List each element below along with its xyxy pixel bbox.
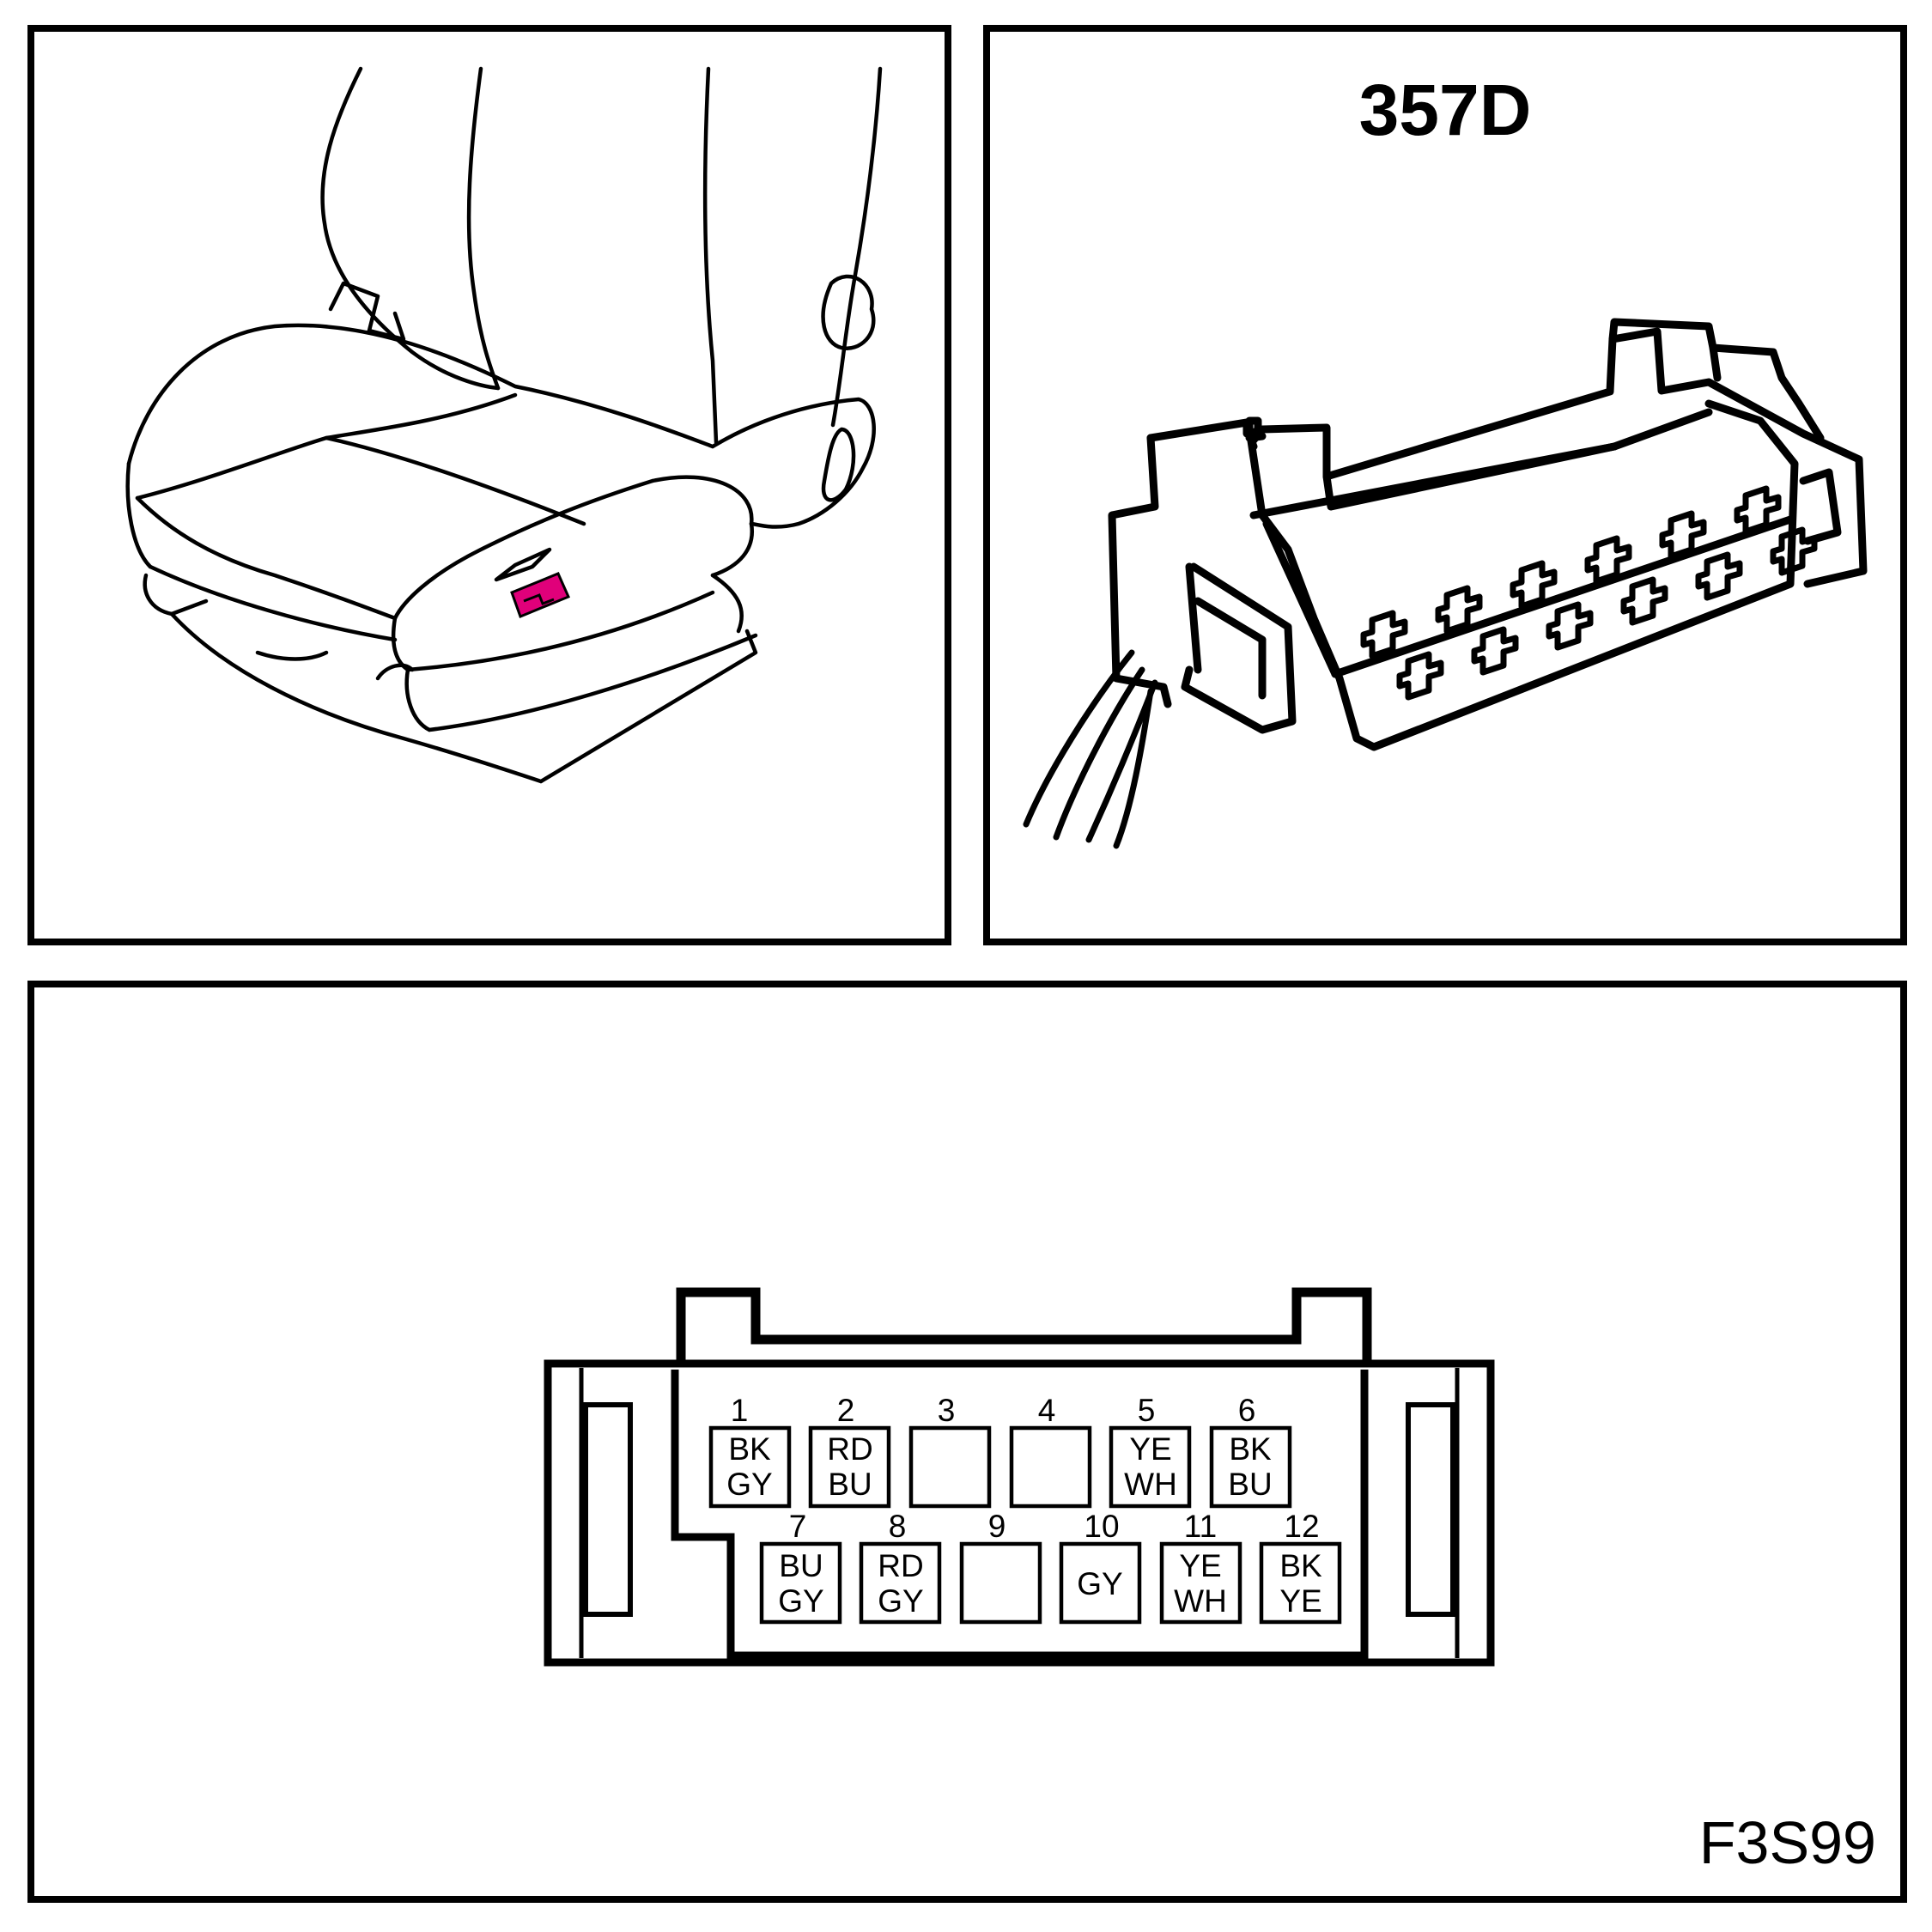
pin-color-1: YE	[1179, 1548, 1221, 1583]
pin-color-2: GY	[878, 1583, 923, 1619]
pin-number: 8	[889, 1509, 907, 1544]
pin-color-1: RD	[827, 1431, 872, 1467]
pin-cavity-3	[908, 1425, 992, 1509]
connector-id-label: 357D	[1359, 70, 1532, 150]
connector-3d-illustration	[1108, 318, 1868, 751]
connector-wires	[1023, 649, 1158, 849]
connector-location-highlight	[510, 572, 570, 618]
pin-cavity-2	[808, 1425, 891, 1509]
pin-color-2: GY	[726, 1467, 772, 1502]
pin-number: 3	[938, 1393, 956, 1428]
pin-cavity-5	[1109, 1425, 1192, 1509]
pin-color-2: YE	[1279, 1583, 1321, 1619]
pin-cavities	[708, 1425, 1342, 1625]
pin-cavity-7	[759, 1541, 842, 1625]
pin-color-1: BK	[1229, 1431, 1272, 1467]
pin-cavity-8	[859, 1541, 942, 1625]
pin-color-1: YE	[1129, 1431, 1171, 1467]
pin-color-1: BK	[1279, 1548, 1322, 1583]
pin-color-1: BU	[779, 1548, 823, 1583]
pin-cavity-12	[1259, 1541, 1342, 1625]
pin-cavity-11	[1159, 1541, 1242, 1625]
pin-cavity-4	[1009, 1425, 1092, 1509]
panel-connector-view	[983, 25, 1907, 945]
pin-number: 5	[1138, 1393, 1156, 1428]
pin-color-2: GY	[778, 1583, 823, 1619]
pin-number: 2	[837, 1393, 855, 1428]
seat-illustration	[125, 66, 883, 784]
figure-code: F3S99	[1699, 1809, 1876, 1876]
connector-3d-cavities	[1360, 485, 1818, 701]
pinout-connector-face	[544, 1287, 1495, 1667]
pin-cavity-6	[1209, 1425, 1292, 1509]
pin-cavity-1	[708, 1425, 792, 1509]
pin-number: 6	[1238, 1393, 1256, 1428]
pin-number: 12	[1284, 1509, 1319, 1544]
pin-cavity-9	[959, 1541, 1042, 1625]
pin-color-1: RD	[878, 1548, 923, 1583]
pin-number: 9	[988, 1509, 1006, 1544]
pin-number: 1	[731, 1393, 749, 1428]
pin-number: 11	[1184, 1509, 1217, 1544]
pin-number: 10	[1084, 1509, 1119, 1544]
pin-number: 7	[789, 1509, 807, 1544]
pin-cavity-10	[1059, 1541, 1142, 1625]
pin-color-2: WH	[1124, 1467, 1177, 1502]
pin-labels: 1 BK GY 2 RD BU 3 4 5 YE WH 6 BK BU 7 BU…	[726, 1393, 1322, 1619]
pin-color-2: WH	[1174, 1583, 1227, 1619]
pin-color-2: BU	[1228, 1467, 1272, 1502]
pin-color-2: BU	[828, 1467, 872, 1502]
panel-seat-location	[27, 25, 951, 945]
pin-color-1: BK	[728, 1431, 771, 1467]
pin-color-1: GY	[1077, 1566, 1122, 1601]
pin-number: 4	[1038, 1393, 1056, 1428]
panel-pinout	[27, 981, 1907, 1903]
